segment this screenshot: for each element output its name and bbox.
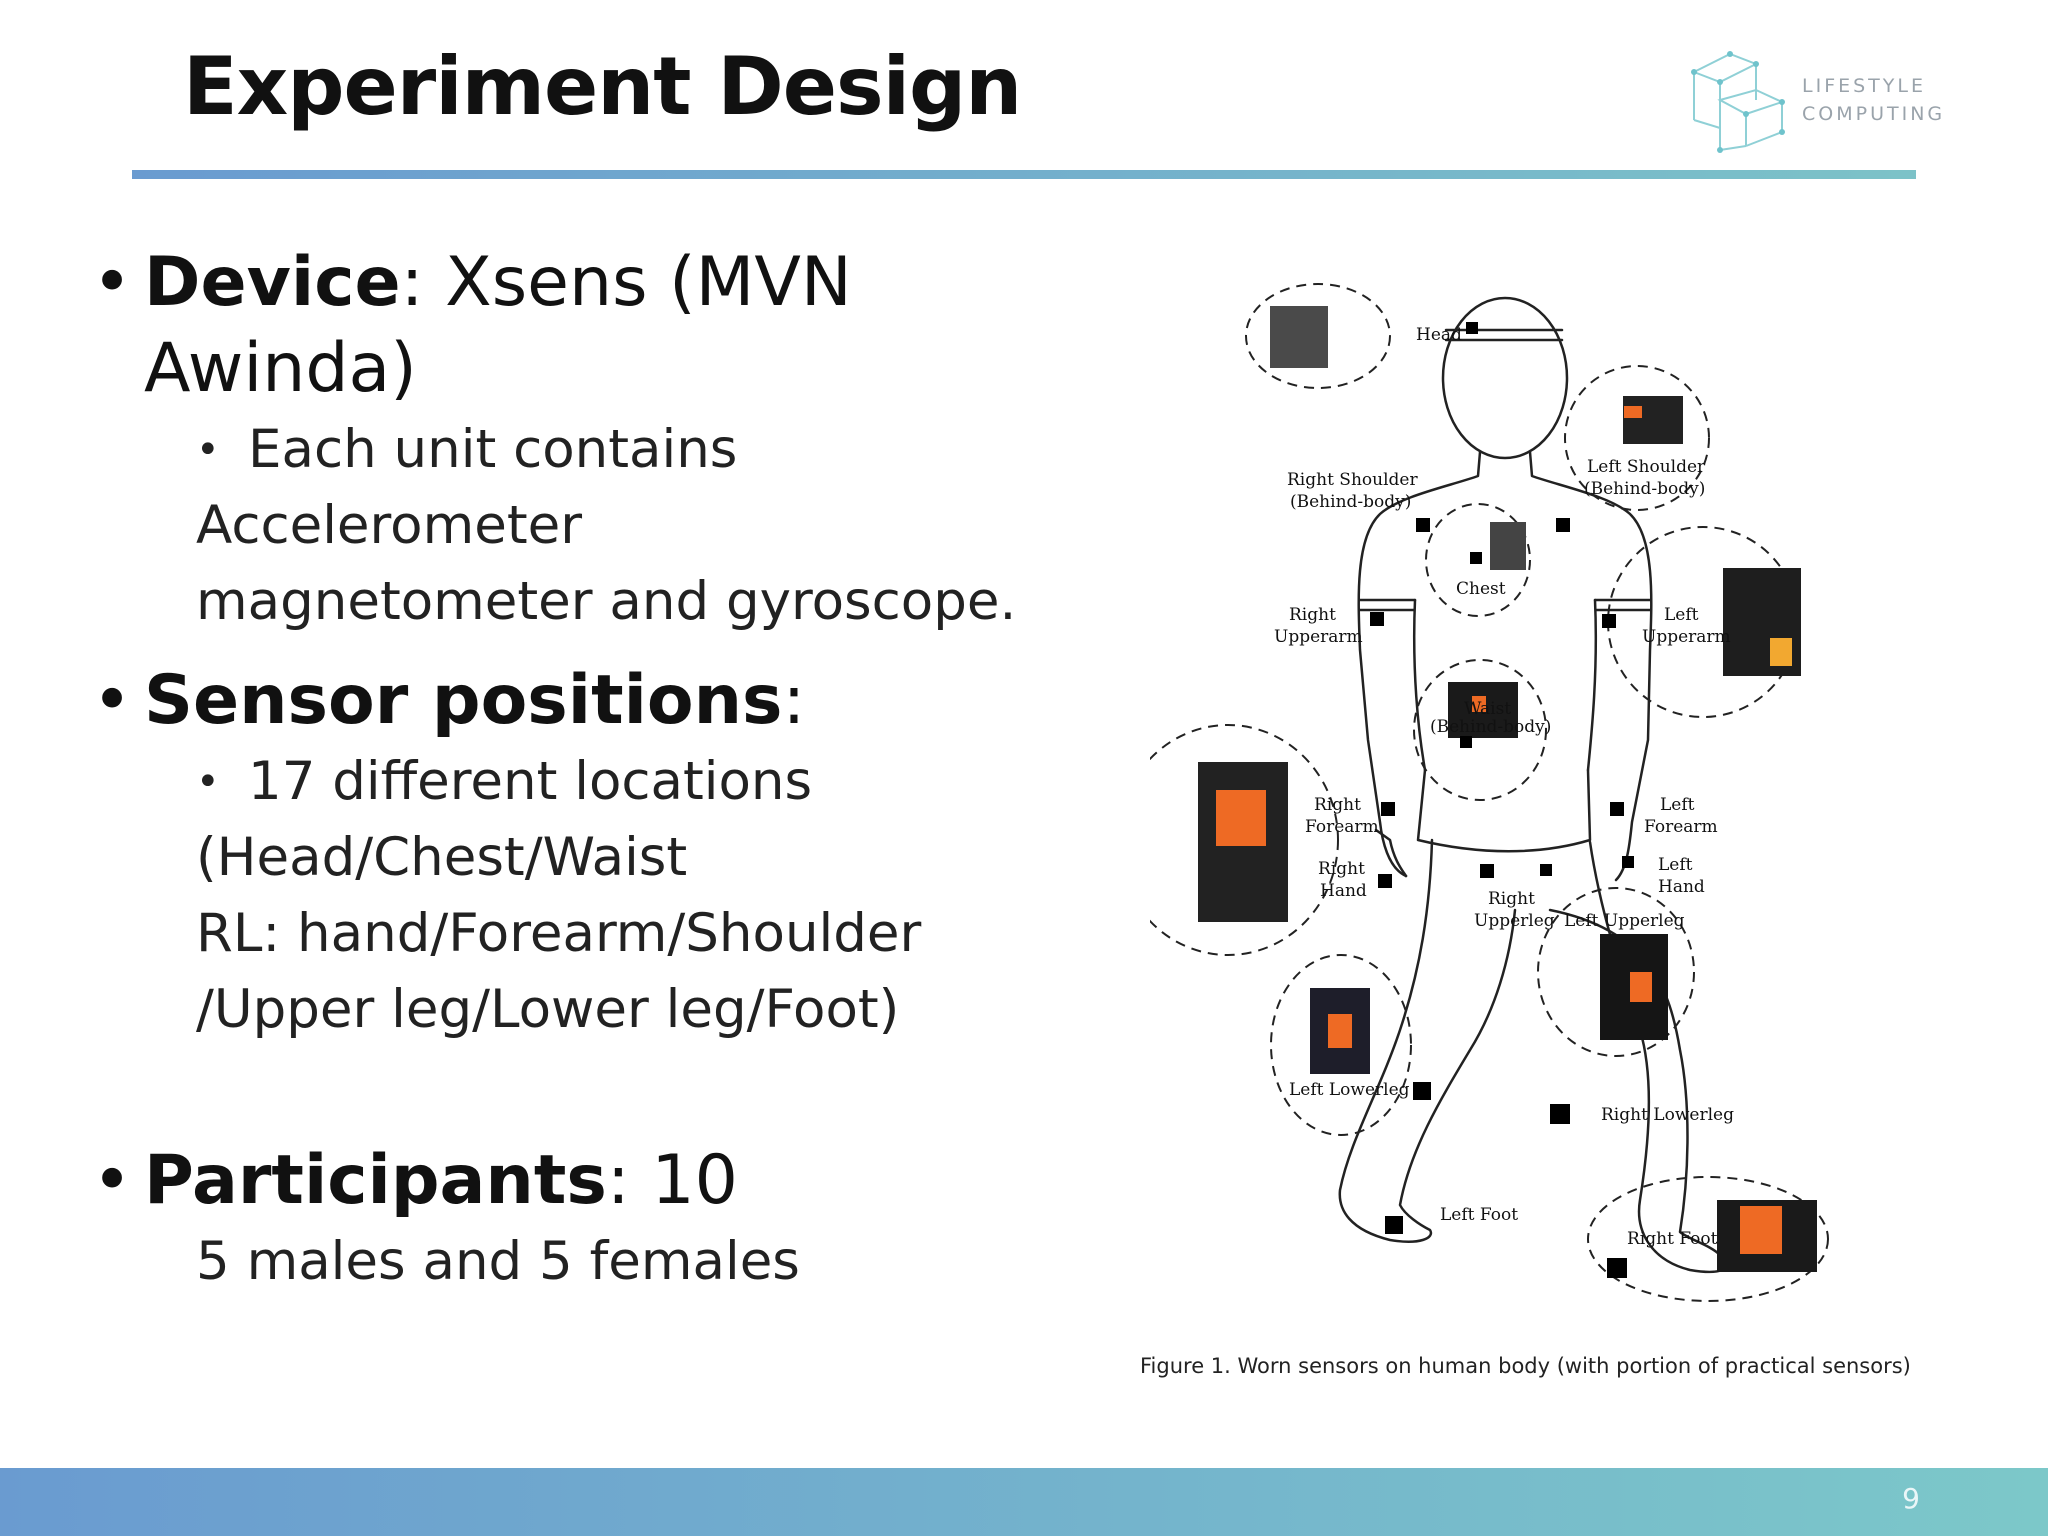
label-left-upperarm: Left <box>1664 605 1699 625</box>
label-right-hand: Right <box>1318 859 1365 879</box>
label-right-forearm-2: Forearm <box>1305 817 1379 837</box>
label-left-upperleg: Left Upperleg <box>1564 911 1685 931</box>
label-right-forearm: Right <box>1314 795 1361 815</box>
label-left-upperarm-2: Upperarm <box>1642 627 1731 647</box>
device-sub-line: magnetometer and gyroscope. <box>196 571 1017 632</box>
footer-bar: 9 <box>0 1468 2048 1536</box>
label-left-forearm-2: Forearm <box>1644 817 1718 837</box>
device-sub-bullet: •Each unit contains <box>196 419 738 480</box>
sensor-positions-sub-line: /Upper leg/Lower leg/Foot) <box>196 979 900 1040</box>
sensor-positions-sub-line: (Head/Chest/Waist <box>196 827 688 888</box>
label-waist: Waist <box>1464 699 1511 719</box>
title-underline <box>132 170 1916 179</box>
body-sensor-diagram: Head Right Shoulder (Behind-body) Left S… <box>1150 283 1829 1302</box>
device-sub-line: Accelerometer <box>196 495 583 556</box>
bullet-sensor-positions: •Sensor positions: <box>92 661 806 740</box>
label-waist-note: (Behind-body) <box>1430 717 1551 737</box>
participants-label: Participants <box>144 1141 607 1220</box>
label-left-hand-2: Hand <box>1658 877 1705 897</box>
device-text: : Xsens (MVN Awinda) <box>144 243 852 408</box>
logo-text-line2: COMPUTING <box>1802 103 1946 125</box>
participants-text: : 10 <box>606 1141 738 1220</box>
bullet-list: •Device: Xsens (MVN Awinda) •Each unit c… <box>88 240 1138 1300</box>
label-right-shoulder-note: (Behind-body) <box>1290 492 1411 512</box>
logo-text: LIFESTYLE COMPUTING <box>1802 72 1945 128</box>
label-left-lowerleg: Left Lowerleg <box>1289 1080 1410 1100</box>
device-label: Device <box>144 243 401 322</box>
bullet-participants: •Participants: 10 <box>92 1141 738 1220</box>
sensor-markers <box>1370 322 1634 1278</box>
figure-caption: Figure 1. Worn sensors on human body (wi… <box>1140 1354 1911 1378</box>
sensor-positions-sub-line: RL: hand/Forearm/Shoulder <box>196 903 922 964</box>
sensor-positions-sub-bullet: •17 different locations <box>196 751 813 812</box>
page-number: 9 <box>1902 1482 1920 1515</box>
label-left-foot: Left Foot <box>1440 1205 1518 1225</box>
sensor-positions-text: : <box>782 661 806 740</box>
label-right-upperarm: Right <box>1289 605 1336 625</box>
label-right-upperleg: Right <box>1488 889 1535 909</box>
label-chest: Chest <box>1456 579 1506 599</box>
sensor-labels: Head Right Shoulder (Behind-body) Left S… <box>1274 325 1734 1249</box>
bullet-device: •Device: Xsens (MVN Awinda) <box>92 243 852 408</box>
slide-title: Experiment Design <box>183 40 1022 133</box>
label-right-upperarm-2: Upperarm <box>1274 627 1363 647</box>
lifestyle-computing-logo <box>1691 51 1785 153</box>
label-right-lowerleg: Right Lowerleg <box>1601 1105 1734 1125</box>
label-left-shoulder: Left Shoulder <box>1587 457 1706 477</box>
label-left-hand: Left <box>1658 855 1693 875</box>
sensor-positions-label: Sensor positions <box>144 661 783 740</box>
body-outline <box>1338 296 1727 1274</box>
label-right-foot: Right Foot <box>1627 1229 1718 1249</box>
sensor-photos <box>1198 306 1817 1272</box>
participants-sub-line: 5 males and 5 females <box>196 1231 800 1292</box>
label-head: Head <box>1416 325 1462 345</box>
label-left-shoulder-note: (Behind-body) <box>1584 479 1705 499</box>
label-right-shoulder: Right Shoulder <box>1287 470 1418 490</box>
logo-text-line1: LIFESTYLE <box>1802 75 1926 97</box>
label-left-forearm: Left <box>1660 795 1695 815</box>
label-right-upperleg-2: Upperleg <box>1474 911 1555 931</box>
label-right-hand-2: Hand <box>1320 881 1367 901</box>
